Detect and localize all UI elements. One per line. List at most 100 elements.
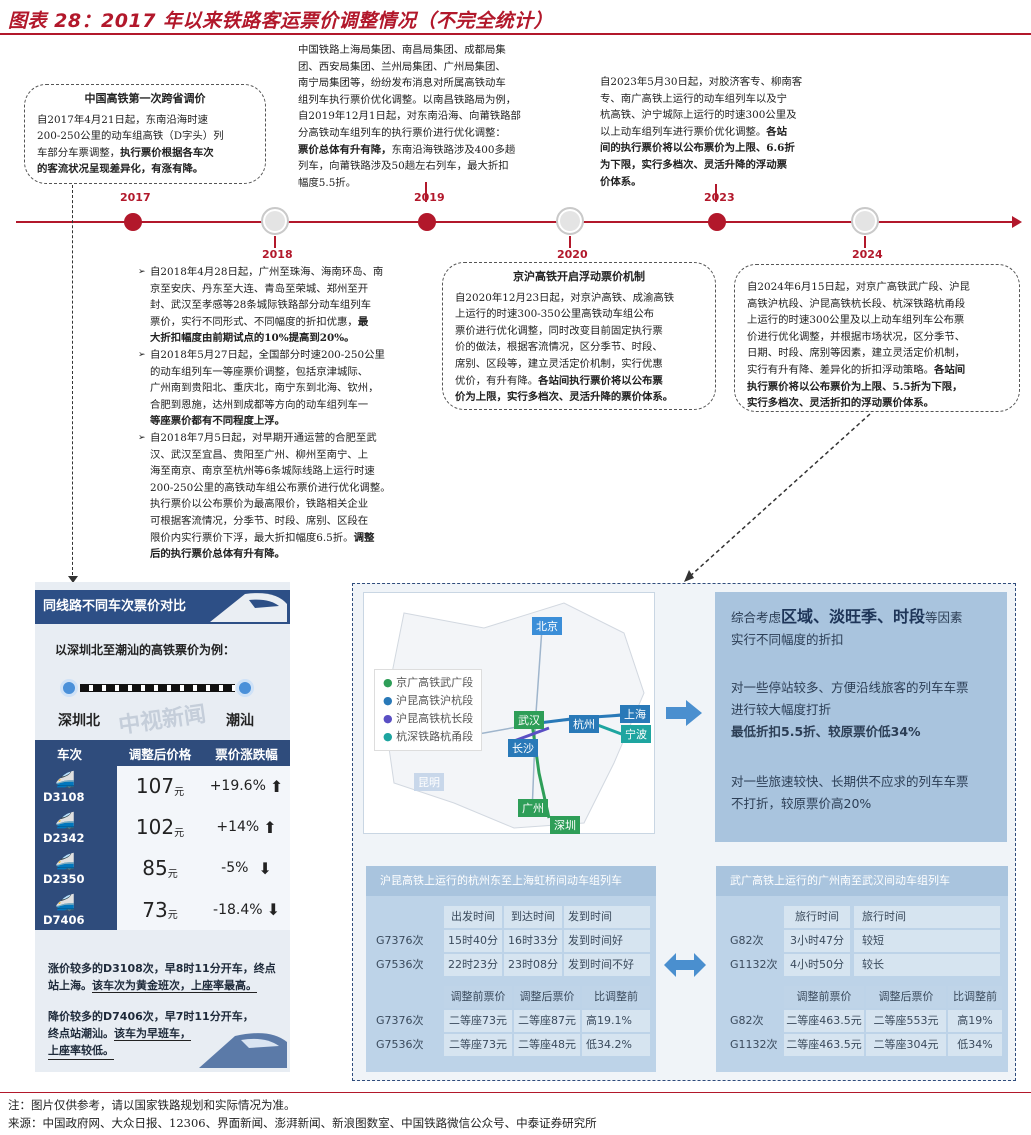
event-2018-line: 封、武汉至孝感等28条城际铁路部分动车组列车 <box>150 299 372 312</box>
event-2020-bold: 各站间执行票价将以公布票 <box>538 374 663 387</box>
timeline-dot-2017 <box>124 213 142 231</box>
train-number: G7376次 <box>376 1014 424 1027</box>
event-2018-line: 合肥到恩施，达州到成都等方向的动车组列车一 <box>150 398 369 411</box>
note-line: 终点站潮汕。 <box>48 1027 114 1040</box>
cell: 二等座463.5元 <box>784 1010 864 1032</box>
city-label: 杭州 <box>569 715 599 733</box>
cell: 二等座463.5元 <box>784 1034 864 1056</box>
event-2024-line: 高铁沪杭段、沪昆高铁杭长段、杭深铁路杭甬段 <box>747 297 966 310</box>
timeline-axis <box>16 221 1016 223</box>
note-line: 涨价较多的D3108次，早8时11分开车，终点 <box>48 962 276 975</box>
note-highlight: 该车次为黄金班次，上座率最高。 <box>92 979 257 993</box>
event-2017-line: 车部分车票调整， <box>37 146 121 159</box>
train-number: G82次 <box>730 1014 764 1027</box>
event-2019-line: 东南沿海铁路涉及400多趟 <box>391 143 516 156</box>
event-2018-text: 自2018年4月28日起，广州至珠海、海南环岛、南 京至安庆、丹东至大连、青岛至… <box>138 264 425 563</box>
origin-station: 深圳北 <box>58 713 100 729</box>
change-cell: -18.4%⬇ <box>203 889 290 930</box>
table-row: 出发时间 到达时间 发到时间 <box>372 906 650 928</box>
event-2018-line: 可根据客流情况，分季节、时段、席别、区段在 <box>150 514 369 527</box>
legend-item: 沪昆高铁杭长段 <box>396 712 474 725</box>
note-highlight: 该车为早班车， <box>114 1027 191 1041</box>
hangzhou-shanghai-table: 沪昆高铁上运行的杭州东至上海虹桥间动车组列车 出发时间 到达时间 发到时间 G7… <box>366 866 656 1072</box>
event-2023-bold: 价体系。 <box>600 175 642 188</box>
summary-emphasis: 区域、淡旺季、时段 <box>781 607 926 626</box>
change-cell: +19.6%⬆ <box>203 765 290 807</box>
train-number: G82次 <box>730 934 764 947</box>
event-2024-line: 价进行优化调整，并根据市场状况，区分季节、 <box>747 330 966 343</box>
event-2019-bold: 票价总体有升有降， <box>298 143 392 156</box>
col-header: 到达时间 <box>504 906 562 928</box>
event-2020-line: 票价进行优化调整，同时改变目前固定执行票 <box>455 324 663 337</box>
city-label: 北京 <box>532 617 562 635</box>
arrow-down-icon: ⬇ <box>266 900 280 919</box>
change-value: -18.4% <box>213 901 263 918</box>
table-title: 武广高铁上运行的广州南至武汉间动车组列车 <box>716 866 1008 896</box>
train-number: G7536次 <box>376 958 424 971</box>
summary-text: 综合考虑 <box>731 610 782 625</box>
event-2020-line: 优价，有升有降。 <box>455 374 539 387</box>
cell: 4小时50分 <box>784 954 850 976</box>
event-2019-line: 组列车执行票价优化调整。以南昌铁路局为例， <box>298 93 517 106</box>
train-number: G1132次 <box>730 958 778 971</box>
price-value: 85 <box>142 856 168 880</box>
event-2020-line: 席别、区段等，建立灵活定价机制，实行优惠 <box>455 357 663 370</box>
event-2023-line: 以上动车组列车进行票价优化调整。 <box>600 125 767 138</box>
event-2019-text: 中国铁路上海局集团、南昌局集团、成都局集 团、西安局集团、兰州局集团、广州局集团… <box>298 42 560 191</box>
summary-text: 等因素 <box>925 610 963 625</box>
event-2020-box: 京沪高铁开启浮动票价机制 自2020年12月23日起，对京沪高铁、成渝高铁 上运… <box>442 262 716 410</box>
cell: 高19.1% <box>582 1010 650 1032</box>
cell: 低34% <box>948 1034 1002 1056</box>
event-2020-line: 上运行的时速300-350公里高铁动车组公布 <box>455 308 655 321</box>
event-2018-line: 执行票价以公布票价为最高限价，铁路相关企业 <box>150 498 369 511</box>
col-header: 调整后价格 <box>128 746 192 762</box>
event-2018-line: 的动车组列车一等座票价调整，包括京津城际、 <box>150 365 369 378</box>
footer-note: 注：图片仅供参考，请以国家铁路规划和实际情况为准。 <box>8 1098 296 1112</box>
table-row: 调整前票价 调整后票价 比调整前 <box>722 986 1002 1008</box>
event-2018-bold: 后的执行票价总体有升有降。 <box>150 548 286 561</box>
change-value: -5% <box>221 860 249 876</box>
cell: 发到时间不好 <box>564 954 650 976</box>
timeline-dot-2019 <box>418 213 436 231</box>
event-2019-line: 团、西安局集团、兰州局集团、广州局集团、 <box>298 60 506 73</box>
event-2018-line: 广州南到贵阳北、重庆北，南宁东到北海、钦州， <box>150 382 379 395</box>
year-2018: 2018 <box>262 248 293 261</box>
arrow-right-icon <box>666 700 702 726</box>
city-label: 上海 <box>620 705 650 723</box>
change-value: +19.6% <box>209 778 266 794</box>
train-icon <box>210 593 287 622</box>
table-row: G7376次 15时40分 16时33分 发到时间好 <box>372 930 650 952</box>
change-cell: -5% ⬇ <box>203 847 290 889</box>
cell: 二等座48元 <box>514 1034 580 1056</box>
col-header: 调整后票价 <box>514 986 580 1008</box>
table-row: 调整前票价 调整后票价 比调整前 <box>372 986 650 1008</box>
cell: 二等座304元 <box>866 1034 946 1056</box>
train-number: G1132次 <box>730 1038 778 1051</box>
event-2017-heading: 中国高铁第一次跨省调价 <box>84 92 206 105</box>
year-2017: 2017 <box>120 191 151 204</box>
event-2019-line: 中国铁路上海局集团、南昌局集团、成都局集 <box>298 44 506 56</box>
arrow-down-icon: ⬇ <box>258 858 272 878</box>
train-number: D7406 <box>43 913 85 927</box>
train-cell: 🚄 D2350 <box>35 847 117 889</box>
timeline-dot-2023 <box>708 213 726 231</box>
note-line: 降价较多的D7406次，早7时11分开车， <box>48 1010 254 1023</box>
cell: 3小时47分 <box>784 930 850 952</box>
summary-text: 进行较大幅度打折 <box>731 702 832 717</box>
cell: 较长 <box>854 954 1000 976</box>
city-label: 长沙 <box>508 739 538 757</box>
table-row: 旅行时间 旅行时间 <box>722 906 1002 928</box>
event-2017-bold: 执行票价根据各车次 <box>120 146 214 159</box>
event-2018-line: 自2018年4月28日起，广州至珠海、海南环岛、南 <box>150 266 384 278</box>
cell: 二等座87元 <box>514 1010 580 1032</box>
cell: 低34.2% <box>582 1034 650 1056</box>
connector-arrowhead <box>68 576 78 583</box>
cell: 二等座73元 <box>444 1034 512 1056</box>
legend-item: 京广高铁武广段 <box>396 676 474 689</box>
city-label: 广州 <box>518 799 548 817</box>
map-legend: ● 京广高铁武广段 ● 沪昆高铁沪杭段 ● 沪昆高铁杭长段 ● 杭深铁路杭甬段 <box>374 669 483 751</box>
